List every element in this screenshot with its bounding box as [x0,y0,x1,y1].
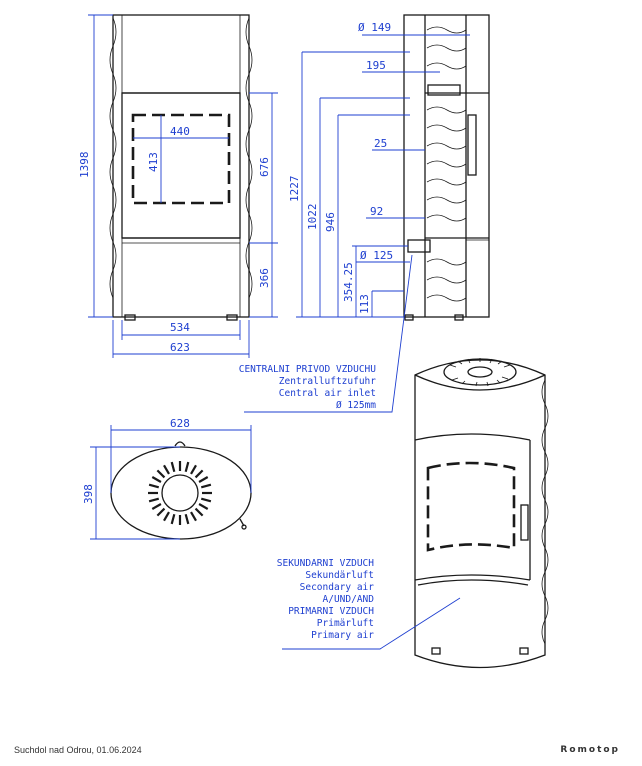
dim-total-width: 623 [170,341,190,354]
label-central-air-en: Central air inlet [279,388,376,399]
vent-slot [170,461,176,473]
label-central-air-de: Zentralluftzufuhr [279,376,377,387]
dim-window-height: 413 [147,152,160,172]
top-vent-slots [148,461,212,525]
top-dimensions: 628 398 [82,417,252,540]
dim-height-1022: 1022 [306,204,319,231]
vent-slot [156,507,166,517]
front-view [109,14,253,321]
dim-total-height: 1398 [78,152,91,179]
dim-offset-92: 92 [370,205,383,218]
vent-slot [170,513,176,525]
dim-inlet-height: 354.25 [342,262,355,302]
side-dimensions: Ø 149 195 1227 1022 946 25 92 Ø 125 354.… [288,21,470,318]
label-primary-en: Primary air [311,630,374,641]
dim-outlet-offset: 195 [366,59,386,72]
dim-ash-height: 366 [258,268,271,288]
vent-slot [163,511,170,522]
dim-top-width: 628 [170,417,190,430]
dim-inlet-bottom: 113 [358,294,371,314]
vent-slot [190,511,197,522]
vent-slot [156,469,166,479]
label-central-air-dia: Ø 125mm [336,400,376,411]
dim-inner-width: 534 [170,321,190,334]
perspective-view [414,358,549,669]
label-secondary-cz: SEKUNDARNI VZDUCH [277,558,375,569]
vent-slot [163,464,170,475]
vent-slot [200,497,212,503]
vent-slot [151,476,162,483]
vent-slot [184,513,190,525]
vent-slot [184,461,190,473]
vent-slot [194,469,204,479]
front-dimensions: 1398 676 366 440 413 534 623 [78,14,278,358]
vent-slot [194,507,204,517]
footer-brand: Romotop [560,745,620,755]
vent-slot [200,483,212,489]
dim-offset-25: 25 [374,137,387,150]
vent-slot [198,476,209,483]
central-air-callout: CENTRALNI PRIVOD VZDUCHU Zentralluftzufu… [239,254,413,413]
vent-slot [151,503,162,510]
vent-slot [198,503,209,510]
dim-height-1227: 1227 [288,176,301,203]
vent-slot [148,497,160,503]
dim-door-height: 676 [258,157,271,177]
dim-height-946: 946 [324,212,337,232]
side-view [403,14,490,321]
label-secondary-de: Sekundärluft [305,570,374,581]
dim-window-width: 440 [170,125,190,138]
dim-inlet-diameter: Ø 125 [360,249,393,262]
vent-slot [190,464,197,475]
label-primary-cz: PRIMARNI VZDUCH [288,606,374,617]
dim-top-depth: 398 [82,484,95,504]
label-primary-de: Primärluft [317,618,374,629]
air-callout: SEKUNDARNI VZDUCH Sekundärluft Secondary… [277,558,461,650]
top-view [110,441,252,540]
label-central-air-cz: CENTRALNI PRIVOD VZDUCHU [239,364,377,375]
footer-location-date: Suchdol nad Odrou, 01.06.2024 [14,745,142,755]
label-and: A/UND/AND [323,594,375,605]
label-secondary-en: Secondary air [300,582,375,593]
dim-outlet-diameter: Ø 149 [358,21,391,34]
vent-slot [148,483,160,489]
